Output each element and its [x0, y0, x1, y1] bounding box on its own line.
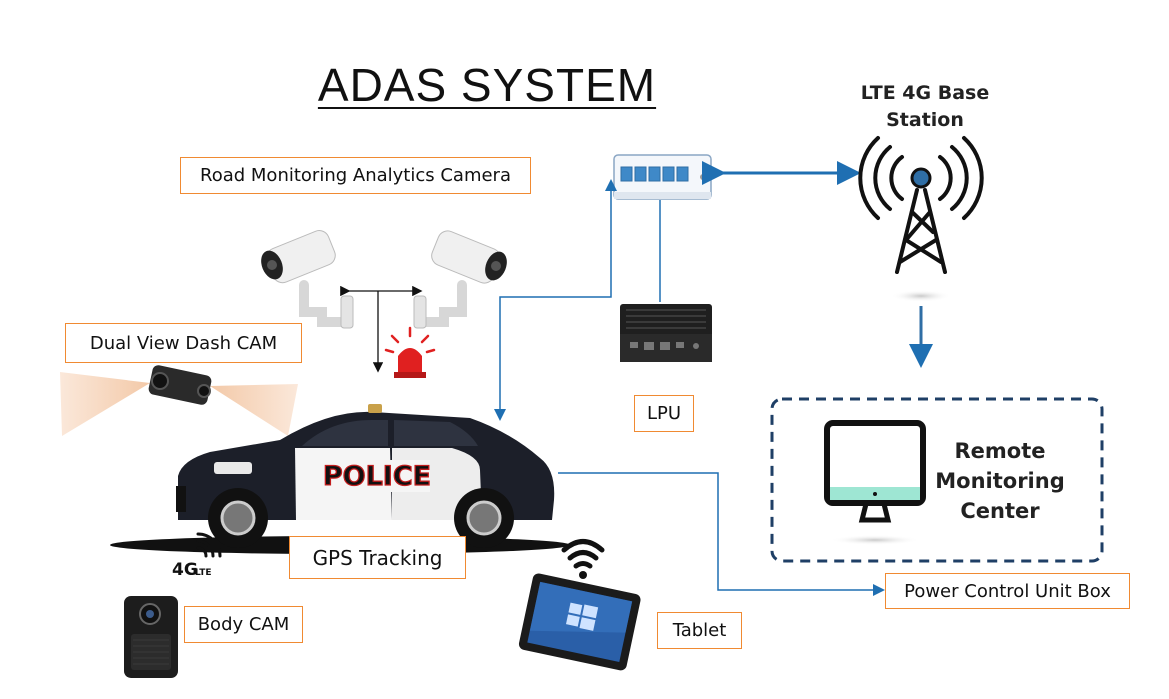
- diagram-title: ADAS SYSTEM: [317, 59, 657, 111]
- remote-center-box: [770, 397, 1104, 563]
- switch-car-link: [494, 182, 612, 421]
- label-dash-cam: Dual View Dash CAM: [65, 323, 302, 363]
- remote-center-line2: Monitoring: [935, 469, 1065, 493]
- lte-badge-text: 4G: [172, 560, 198, 580]
- remote-center-line3: Center: [960, 499, 1040, 523]
- base-station-line1: LTE 4G Base: [860, 82, 990, 104]
- base-station-title: LTE 4G Base Station: [845, 80, 1005, 134]
- signal-icon: [196, 532, 222, 558]
- label-body-cam: Body CAM: [184, 606, 303, 643]
- label-tablet: Tablet: [657, 612, 742, 649]
- label-gps: GPS Tracking: [289, 536, 466, 579]
- car-power-link: [558, 472, 885, 596]
- bodycam-icon: [124, 596, 178, 678]
- police-car-icon: [110, 404, 570, 554]
- remote-center-line1: Remote: [954, 439, 1046, 463]
- monitor-icon: [824, 420, 926, 545]
- car-police-text: POLICE: [323, 461, 431, 492]
- label-power-box: Power Control Unit Box: [885, 573, 1130, 609]
- lpu-icon: [620, 304, 712, 362]
- switch-icon: [613, 154, 712, 200]
- base-station-line2: Station: [886, 109, 964, 131]
- tablet-icon: [518, 573, 641, 671]
- wifi-icon: [561, 539, 605, 579]
- label-lpu: LPU: [634, 395, 694, 432]
- siren-icon: [384, 326, 436, 378]
- dashcam-icon: [60, 365, 298, 436]
- tower-icon: [858, 136, 984, 302]
- label-road-camera: Road Monitoring Analytics Camera: [180, 157, 531, 194]
- lte-badge-sub: LTE: [195, 568, 212, 578]
- remote-center-text: Remote Monitoring Center: [925, 436, 1075, 526]
- camera-icon: [261, 230, 507, 329]
